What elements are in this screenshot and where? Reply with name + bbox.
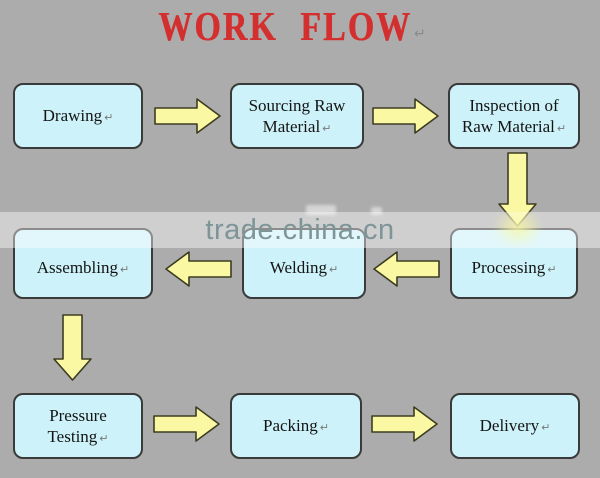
step-label: Processing [471, 258, 546, 278]
step-label: Sourcing Raw Material [248, 95, 346, 136]
return-mark-icon: ↵ [319, 421, 329, 435]
arrow-right-pressure-to-packing-icon [153, 406, 220, 442]
page-title-text: WORK FLOW [158, 4, 413, 50]
return-mark-icon: ↵ [104, 111, 114, 125]
step-box-inspection-of-raw-material: Inspection of Raw Material↵ [448, 83, 580, 149]
step-label: Welding [269, 258, 327, 278]
step-label: Inspection of Raw Material [461, 95, 559, 136]
return-mark-icon: ↵ [547, 263, 557, 277]
return-mark-icon: ↵ [322, 122, 332, 135]
step-box-assembling: Assembling↵ [13, 228, 153, 299]
step-box-welding: Welding↵ [242, 228, 366, 299]
return-mark-icon: ↵ [328, 263, 339, 277]
watermark-ghost [306, 205, 336, 215]
arrow-left-welding-to-assembling-icon [165, 251, 232, 287]
step-box-packing: Packing↵ [230, 393, 362, 459]
watermark-text: trade.china.cn [205, 214, 395, 246]
watermark-ghost [371, 207, 382, 215]
step-label: Pressure Testing [47, 405, 107, 446]
step-label: Drawing [42, 106, 103, 126]
step-box-drawing: Drawing↵ [13, 83, 143, 149]
arrow-right-packing-to-delivery-icon [371, 406, 438, 442]
return-mark-icon: ↵ [541, 421, 551, 435]
page-title: WORK FLOW↵ [0, 2, 592, 54]
arrow-down-assembling-to-pressure-icon [53, 314, 92, 381]
return-mark-icon: ↵ [99, 432, 109, 445]
step-label: Assembling [36, 258, 118, 278]
arrow-right-drawing-to-sourcing-icon [154, 98, 221, 134]
step-box-sourcing-raw-material: Sourcing Raw Material↵ [230, 83, 364, 149]
return-mark-icon: ↵ [120, 263, 130, 277]
arrow-left-processing-to-welding-icon [373, 251, 440, 287]
step-box-delivery: Delivery↵ [450, 393, 580, 459]
return-mark-icon: ↵ [414, 26, 426, 42]
arrow-glow [493, 206, 543, 248]
return-mark-icon: ↵ [556, 122, 567, 135]
step-box-pressure-testing: Pressure Testing↵ [13, 393, 143, 459]
step-label: Delivery [479, 416, 540, 436]
arrow-right-sourcing-to-inspection-icon [372, 98, 439, 134]
step-label: Packing [263, 416, 318, 436]
